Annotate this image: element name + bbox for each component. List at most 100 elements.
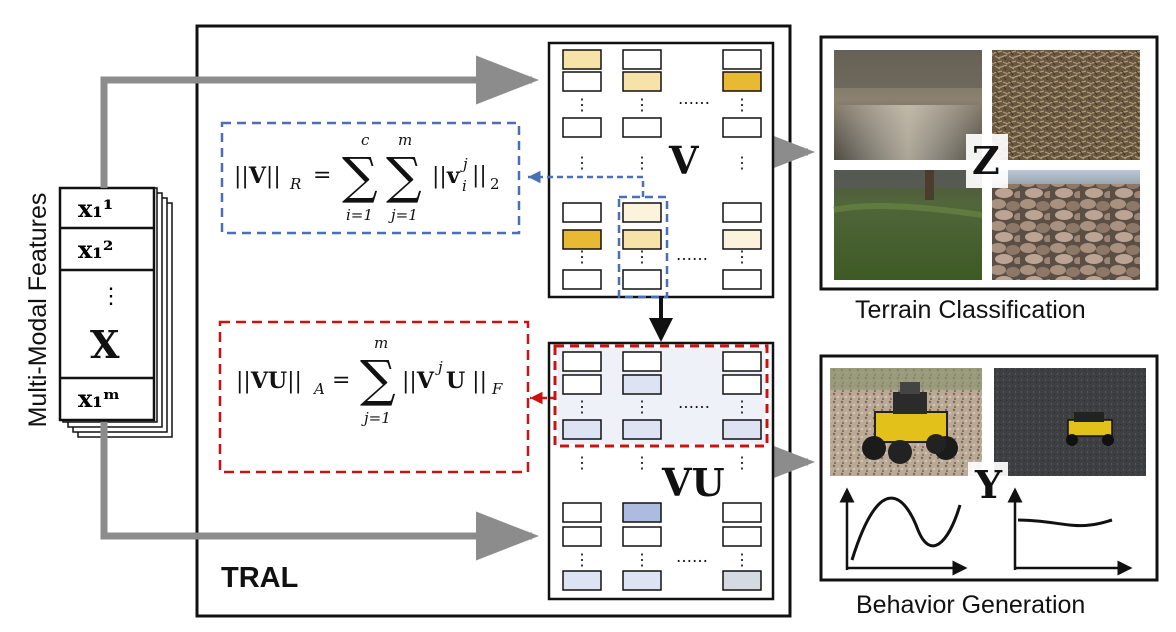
feature-symbol-x: X bbox=[90, 322, 120, 367]
robot-image-gravel bbox=[830, 368, 982, 476]
a-norm-norm-sub: F bbox=[492, 380, 503, 398]
feature-dots: ⋮ bbox=[100, 284, 122, 309]
r-norm-box bbox=[220, 121, 521, 235]
vu-dots-horizontal: …… bbox=[676, 547, 708, 566]
blue-arrow bbox=[528, 170, 645, 197]
vu-dots-vertical: ⋮ bbox=[634, 550, 650, 569]
arrow-x-to-v bbox=[100, 55, 539, 188]
behavior-caption: Behavior Generation bbox=[856, 591, 1086, 619]
vu-cell bbox=[622, 351, 662, 372]
vu-cell bbox=[722, 526, 762, 547]
v-dots-horizontal: …… bbox=[676, 245, 708, 264]
v-cell bbox=[562, 49, 602, 70]
v-dots-vertical: ⋮ bbox=[734, 153, 750, 172]
v-cell bbox=[562, 269, 602, 290]
behavior-panel bbox=[819, 354, 1159, 582]
v-cell bbox=[562, 71, 602, 92]
vu-cell bbox=[722, 374, 762, 395]
behavior-symbol-y: Y bbox=[975, 462, 1003, 507]
matrix-v-label: V bbox=[669, 138, 699, 183]
vu-dots-vertical: ⋮ bbox=[634, 397, 650, 416]
r-norm-term: ||v bbox=[432, 163, 460, 189]
v-cell bbox=[622, 269, 662, 290]
sum1-top: c bbox=[361, 131, 370, 149]
r-norm-term-end: || bbox=[472, 163, 487, 188]
vu-cell bbox=[562, 526, 602, 547]
a-sum-symbol: ∑ bbox=[360, 350, 396, 408]
v-cell bbox=[722, 202, 762, 223]
terrain-symbol-z: Z bbox=[972, 138, 1000, 183]
v-cell bbox=[562, 117, 602, 138]
r-norm-norm-sub: 2 bbox=[490, 175, 500, 193]
sum2-top: m bbox=[398, 131, 413, 149]
vu-dots-vertical: ⋮ bbox=[574, 397, 590, 416]
v-cell bbox=[722, 71, 762, 92]
robot-image-asphalt bbox=[994, 368, 1146, 476]
terrain-image-mulch bbox=[992, 50, 1140, 160]
vu-dots-vertical: ⋮ bbox=[734, 550, 750, 569]
feature-x1-2: x₁² bbox=[78, 235, 114, 264]
matrix-vu: ⋮⋮⋮⋮⋮⋮⋮⋮⋮………… bbox=[547, 341, 775, 601]
vu-cell bbox=[722, 419, 762, 440]
row-highlight bbox=[553, 344, 769, 448]
feature-x1-1: x₁¹ bbox=[78, 194, 114, 223]
r-norm-term-sub: i bbox=[462, 177, 467, 195]
terrain-image-floor bbox=[834, 50, 982, 160]
feature-x1-m: x₁ᵐ bbox=[78, 384, 121, 413]
vu-dots-horizontal: …… bbox=[678, 393, 710, 412]
v-cell bbox=[722, 117, 762, 138]
vu-cell bbox=[562, 374, 602, 395]
terrain-image-grass bbox=[833, 170, 983, 280]
sum1-symbol: ∑ bbox=[342, 147, 378, 205]
vu-dots-vertical: ⋮ bbox=[734, 453, 750, 472]
feature-matrix-x bbox=[58, 186, 156, 422]
multi-modal-features-label: Multi-Modal Features bbox=[24, 192, 52, 428]
r-norm-equation: ||V|| R = c ∑ i=1 m ∑ j=1 ||v j i || 2 bbox=[234, 131, 514, 228]
matrix-v: ⋮⋮⋮⋮⋮⋮⋮⋮⋮………… bbox=[547, 41, 775, 299]
z-label-bg bbox=[966, 134, 1008, 188]
v-cell bbox=[622, 117, 662, 138]
v-cell bbox=[622, 229, 662, 250]
v-dots-vertical: ⋮ bbox=[734, 95, 750, 114]
v-dots-horizontal: …… bbox=[678, 89, 710, 108]
v-dots-vertical: ⋮ bbox=[574, 247, 590, 266]
v-cell bbox=[722, 269, 762, 290]
v-cell bbox=[722, 49, 762, 70]
matrix-vu-label: VU bbox=[662, 460, 725, 505]
behavior-plot-sine bbox=[839, 487, 968, 576]
a-sum-bottom: j=1 bbox=[364, 409, 391, 427]
a-norm-lhs: ||VU|| bbox=[236, 368, 302, 394]
vu-cell bbox=[622, 526, 662, 547]
vu-cell bbox=[562, 570, 602, 591]
vu-cell bbox=[562, 502, 602, 523]
v-cell bbox=[722, 229, 762, 250]
v-dots-vertical: ⋮ bbox=[734, 247, 750, 266]
v-cell bbox=[562, 229, 602, 250]
terrain-caption: Terrain Classification bbox=[855, 296, 1086, 324]
a-norm-term-sup: j bbox=[438, 358, 443, 376]
vu-cell bbox=[722, 570, 762, 591]
behavior-plot-flat bbox=[1007, 487, 1133, 576]
sum1-bottom: i=1 bbox=[346, 206, 373, 224]
vu-cell bbox=[622, 570, 662, 591]
v-cell bbox=[622, 49, 662, 70]
terrain-image-rocks bbox=[992, 170, 1140, 280]
v-dots-vertical: ⋮ bbox=[634, 153, 650, 172]
arrow-x-to-vu bbox=[100, 422, 539, 561]
a-norm-box bbox=[218, 320, 530, 474]
a-sum-top: m bbox=[374, 334, 389, 352]
terrain-panel bbox=[819, 35, 1159, 291]
v-dots-vertical: ⋮ bbox=[634, 95, 650, 114]
a-norm-term: ||V bbox=[402, 368, 434, 394]
sum2-symbol: ∑ bbox=[386, 147, 422, 205]
r-norm-lhs-sub: R bbox=[290, 175, 302, 193]
vu-cell bbox=[562, 419, 602, 440]
v-dots-vertical: ⋮ bbox=[574, 153, 590, 172]
r-norm-equals: = bbox=[313, 163, 332, 188]
vu-cell bbox=[622, 374, 662, 395]
vu-cell bbox=[562, 351, 602, 372]
vu-cell bbox=[722, 351, 762, 372]
y-label-bg bbox=[968, 462, 1008, 506]
